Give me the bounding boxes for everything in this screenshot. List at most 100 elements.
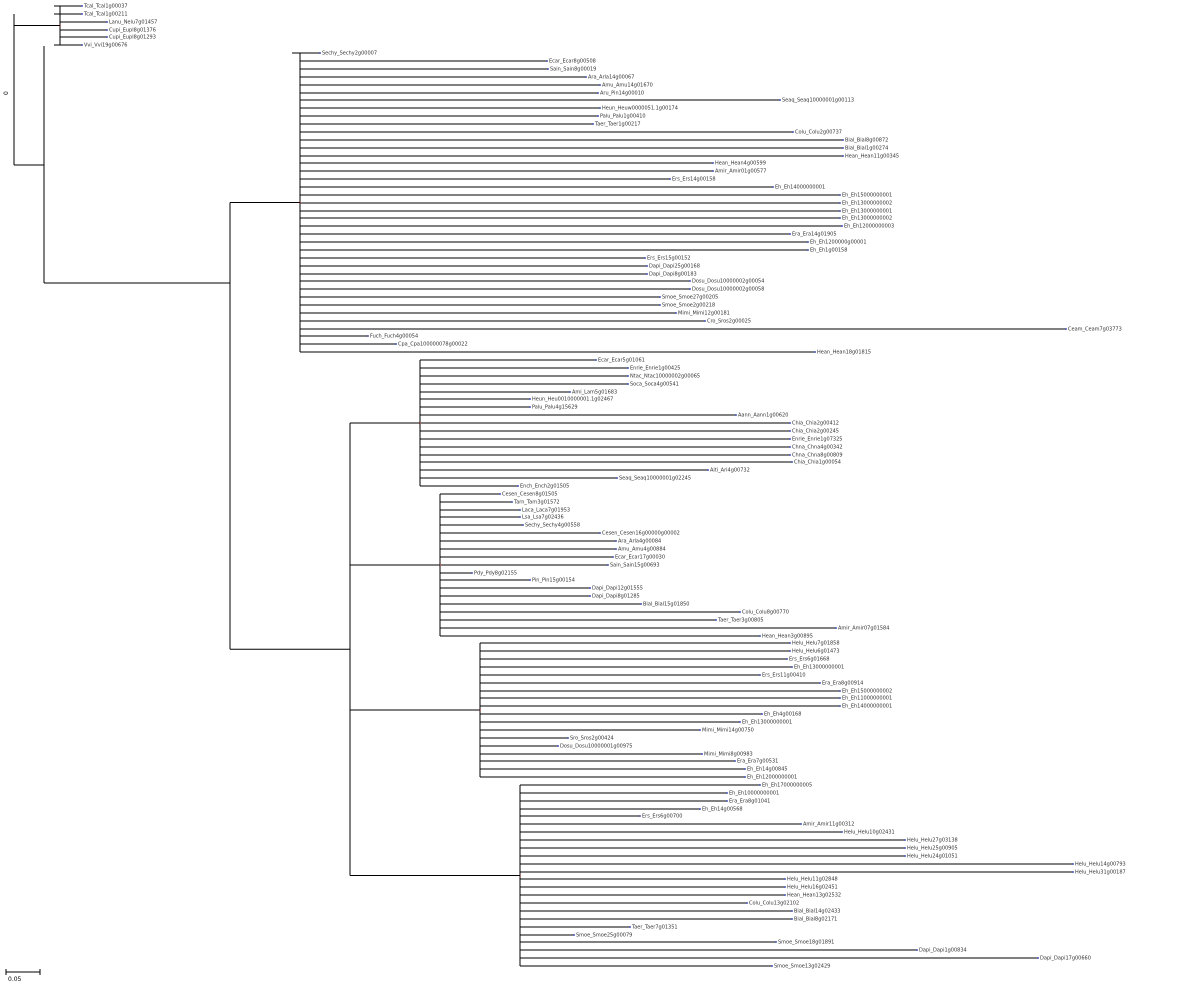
tip-marker bbox=[546, 60, 548, 62]
tip-marker bbox=[599, 84, 601, 86]
tip-marker bbox=[529, 579, 531, 581]
tip-marker bbox=[839, 690, 841, 692]
leaf-label: Helu_Helu6g01473 bbox=[792, 649, 840, 655]
tip-marker bbox=[1037, 957, 1039, 959]
leaf-label: Eh_Eh15000000001 bbox=[842, 193, 892, 199]
tip-marker bbox=[771, 965, 773, 967]
leaf-label: Ers_Ers6g00700 bbox=[642, 814, 682, 820]
tip-marker bbox=[791, 666, 793, 668]
tip-marker bbox=[789, 446, 791, 448]
tip-marker bbox=[904, 847, 906, 849]
leaf-label: Bial_Bial14g02433 bbox=[794, 909, 841, 915]
leaf-label: Pdy_Pdy8g02155 bbox=[474, 571, 517, 577]
tip-marker bbox=[595, 359, 597, 361]
leaf-label: Amu_Amu4g00884 bbox=[618, 547, 666, 553]
tip-marker bbox=[789, 438, 791, 440]
tip-marker bbox=[791, 910, 793, 912]
tip-marker bbox=[646, 273, 648, 275]
leaf-label: Chia_Chia2g00412 bbox=[792, 421, 839, 427]
tip-marker bbox=[529, 406, 531, 408]
tip-marker bbox=[367, 335, 369, 337]
leaf-label: Aann_Aann1g00620 bbox=[738, 413, 788, 419]
leaf-label: Dapi_Dapi12g01555 bbox=[592, 586, 643, 592]
tip-marker bbox=[735, 414, 737, 416]
tip-marker bbox=[519, 509, 521, 511]
leaf-label: Helu_Helu27g03138 bbox=[907, 838, 958, 844]
leaf-label: Seaq_Seaq10000001g00113 bbox=[782, 98, 854, 104]
tip-marker bbox=[715, 619, 717, 621]
leaf-label: Ers_Ers11g00410 bbox=[762, 673, 806, 679]
tip-marker bbox=[319, 52, 321, 54]
tip-marker bbox=[669, 178, 671, 180]
tip-marker bbox=[499, 493, 501, 495]
tip-marker bbox=[842, 147, 844, 149]
leaf-label: Sechy_Sechy4g00558 bbox=[525, 523, 580, 529]
tip-marker bbox=[839, 202, 841, 204]
tip-marker bbox=[726, 792, 728, 794]
leaf-label: Cupi_Eupl8g01293 bbox=[109, 35, 156, 41]
leaf-label: Sro_Sros2g00424 bbox=[570, 736, 614, 742]
tip-marker bbox=[646, 265, 648, 267]
tip-marker bbox=[517, 485, 519, 487]
tip-marker bbox=[659, 304, 661, 306]
leaf-label: Taer_Taer7g01351 bbox=[631, 925, 678, 931]
leaf-label: Eh_Eh4g00168 bbox=[764, 712, 801, 718]
tip-marker bbox=[841, 831, 843, 833]
leaf-label: Eh_Eh14000000001 bbox=[842, 704, 892, 710]
tip-marker bbox=[784, 894, 786, 896]
leaf-label: Tcal_Tcal1g00211 bbox=[83, 12, 128, 18]
tip-marker bbox=[615, 540, 617, 542]
leaf-label: Smoe_Smoe2g00218 bbox=[662, 303, 715, 309]
tip-marker bbox=[699, 729, 701, 731]
tip-marker bbox=[567, 737, 569, 739]
leaf-label: Eh_Eh12000000001 bbox=[747, 775, 797, 781]
leaf-label: Mimi_Mimi8g00983 bbox=[704, 752, 753, 758]
tip-marker bbox=[791, 461, 793, 463]
tip-marker bbox=[791, 918, 793, 920]
tip-marker bbox=[839, 697, 841, 699]
tip-marker bbox=[689, 280, 691, 282]
tip-marker bbox=[786, 658, 788, 660]
leaf-label: Hean_Hean13g02532 bbox=[787, 893, 841, 899]
leaf-label: Helu_Helu25g00905 bbox=[907, 846, 958, 852]
leaf-label: Cesen_Cesen16g00000g00002 bbox=[602, 531, 680, 537]
leaf-label: Heun_Heu0010000001.1g02467 bbox=[532, 397, 613, 403]
tip-marker bbox=[522, 524, 524, 526]
tip-marker bbox=[746, 902, 748, 904]
tip-marker bbox=[585, 76, 587, 78]
leaf-label: Bial_Bial8g00872 bbox=[845, 138, 888, 144]
tip-marker bbox=[557, 745, 559, 747]
tip-marker bbox=[597, 115, 599, 117]
leaf-label: Ecar_Ecar17g00030 bbox=[615, 555, 665, 561]
tip-marker bbox=[726, 800, 728, 802]
tip-marker bbox=[589, 595, 591, 597]
leaf-label: Tcal_Tcal1g00037 bbox=[83, 4, 128, 10]
tip-marker bbox=[547, 68, 549, 70]
leaf-label: Chia_Chia2g00245 bbox=[792, 429, 839, 435]
tip-marker bbox=[761, 713, 763, 715]
leaf-label: Helu_Helu24g01051 bbox=[907, 854, 958, 860]
tip-marker bbox=[395, 343, 397, 345]
root-label: 0 bbox=[3, 91, 10, 95]
tip-marker bbox=[627, 367, 629, 369]
leaf-label: Tarn_Tarn3g01572 bbox=[513, 500, 560, 506]
tip-marker bbox=[814, 351, 816, 353]
tip-marker bbox=[511, 501, 513, 503]
leaf-label: Dapi_Dapi8g01285 bbox=[592, 594, 640, 600]
leaf-label: Eh_Eh13000000001 bbox=[794, 665, 844, 671]
tip-marker bbox=[569, 391, 571, 393]
leaf-label: Sain_Sain15g00693 bbox=[610, 563, 660, 569]
tree-branches bbox=[13, 5, 1074, 967]
leaf-label: Bial_Bial15g01850 bbox=[643, 602, 690, 608]
leaf-label: Era_Era14g01905 bbox=[792, 232, 837, 238]
tip-marker bbox=[106, 36, 108, 38]
leaf-label: Hean_Hean4g00599 bbox=[715, 161, 766, 167]
leaf-label: Lanu_Nelu7g01457 bbox=[109, 20, 157, 26]
leaf-label: Smoe_Smoe18g01891 bbox=[778, 940, 834, 946]
tip-marker bbox=[616, 477, 618, 479]
leaf-label: Chia_Chia1g00054 bbox=[794, 460, 841, 466]
tip-marker bbox=[739, 721, 741, 723]
tip-marker bbox=[81, 5, 83, 7]
tip-marker bbox=[712, 162, 714, 164]
leaf-label: Colu_Colu8g00770 bbox=[742, 610, 789, 616]
